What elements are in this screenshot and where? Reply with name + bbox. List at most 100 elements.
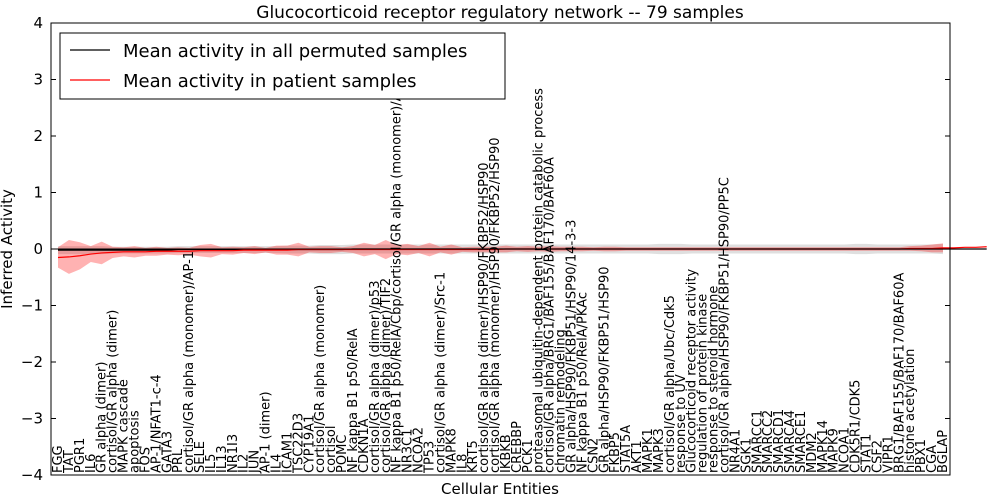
- y-tick-label: 2: [33, 127, 43, 145]
- x-tick-label: cortisol/GR alpha/Ubc/Cdk5: [663, 295, 678, 473]
- x-tick-label: BRG1/BAF155/BAF170/BAF60A: [892, 273, 907, 473]
- x-tick-label: cortisol/GR alpha/BRG1/BAF155/BAF170/BAF…: [543, 157, 558, 473]
- x-tick-label: MAPK3: [652, 428, 667, 473]
- x-tick-label: AP-1 (dimer): [259, 391, 274, 473]
- y-tick-label: 1: [33, 184, 43, 202]
- x-tick-label: MAPK cascade: [117, 379, 132, 473]
- x-tick-label: NR1I3: [226, 434, 241, 473]
- x-tick-label: NF kappa B1 p50/RelA/PKAc: [575, 292, 590, 473]
- x-tick-label: FOS: [138, 447, 153, 473]
- x-axis-label: Cellular Entities: [441, 480, 559, 498]
- x-tick-label: apoptosis: [127, 410, 142, 473]
- y-tick-label: −3: [21, 410, 43, 428]
- x-tick-label: response to UV: [674, 374, 689, 473]
- x-tick-label: CGA: [925, 445, 940, 473]
- y-tick-label: −4: [21, 466, 43, 484]
- legend-box: [59, 32, 506, 100]
- x-tick-label: response to steroid hormone: [707, 286, 722, 473]
- x-tick-label: CDKN1A: [357, 418, 372, 473]
- x-tick-label: CREBBP: [510, 421, 525, 473]
- x-tick-label: MDM2: [805, 432, 820, 473]
- x-tick-label: PGR1: [73, 438, 88, 473]
- x-tick-label: Glucocorticoid receptor activity: [685, 269, 700, 473]
- x-tick-label: FKBP5: [608, 432, 623, 473]
- x-tick-label: cortisol/GR alpha (monomer)/HSP90/FKBP52…: [488, 138, 503, 474]
- x-tick-label: GR alpha/HSP90/FKBP51/HSP90/14-3-3: [565, 220, 580, 473]
- x-tick-label: chromatin remodeling: [554, 329, 569, 473]
- x-tick-label: IKBKB: [499, 434, 514, 473]
- x-tick-label: cortisol/GR alpha (dimer)/HSP90/FKBP52/H…: [477, 162, 492, 473]
- x-tick-label: NF kappa B1 p50/RelA/Cbp/cortisol/GR alp…: [390, 72, 405, 473]
- x-tick-label: AKT1: [630, 440, 645, 473]
- y-tick-label: −1: [21, 297, 43, 315]
- x-tick-label: POMC: [335, 435, 350, 473]
- x-tick-label: PCK1: [521, 439, 536, 473]
- x-tick-label: SMARCC1: [750, 410, 765, 473]
- x-tick-label: NR4A1: [728, 429, 743, 473]
- x-tick-label: SMARCA4: [783, 410, 798, 473]
- x-tick-label: NR3C1: [401, 429, 416, 473]
- x-tick-label: cortisol/GR alpha (dimer)/Src-1: [433, 272, 448, 473]
- x-tick-label: SMARCC2: [761, 410, 776, 473]
- x-tick-label: proteasomal ubiquitin-dependent protein …: [532, 88, 547, 473]
- x-tick-label: cortisol/GR alpha/HSP90/FKBP51/HSP90/PP5…: [717, 177, 732, 473]
- x-tick-label: MAPK9: [827, 428, 842, 473]
- x-tick-label: IL6: [84, 454, 99, 473]
- x-tick-label: regulation of protein kinase: [696, 294, 711, 473]
- x-tick-label: SMARCE1: [794, 411, 809, 473]
- x-tick-label: VIPR1: [881, 435, 896, 473]
- x-tick-label: cortisol/GR alpha (monomer): [313, 285, 328, 473]
- x-tick-label: cortisol/GR alpha (dimer): [106, 310, 121, 473]
- x-tick-label: MAPK1: [641, 428, 656, 473]
- plot-frame: [50, 22, 951, 476]
- y-tick-label: 3: [33, 71, 43, 89]
- x-tick-label: CDK5R1/CDK5: [849, 380, 864, 473]
- x-tick-label: NCOA1: [838, 427, 853, 473]
- x-tick-label: ICAM1: [280, 432, 295, 473]
- x-tick-label: TP53: [422, 441, 437, 474]
- x-tick-label: FGG: [51, 445, 66, 473]
- x-tick-label: AP-1/NFAT1-c-4: [149, 374, 164, 473]
- x-tick-label: NCOA2: [412, 427, 427, 473]
- x-tick-label: NF kappa B1 p50/RelA: [346, 328, 361, 473]
- x-tick-label: cortisol: [324, 426, 339, 474]
- x-tick-label: SELE: [193, 441, 208, 473]
- x-tick-label: CSF2: [870, 440, 885, 473]
- legend-label-patient: Mean activity in patient samples: [123, 71, 417, 92]
- y-tick-label: 0: [33, 240, 43, 258]
- x-tick-label: TSC22D3: [291, 413, 306, 474]
- x-tick-label: GR alpha (dimer): [95, 362, 110, 473]
- y-axis-label: Inferred Activity: [0, 189, 16, 309]
- x-tick-label: BGLAP: [936, 430, 951, 473]
- x-tick-label: JUN: [248, 450, 263, 474]
- x-tick-label: IL5: [204, 454, 219, 473]
- x-tick-label: IL13: [215, 445, 230, 473]
- x-tick-label: SGK1: [739, 438, 754, 473]
- x-tick-label: PRL: [171, 448, 186, 473]
- legend: Mean activity in all permuted samples Me…: [59, 32, 506, 100]
- x-tick-label: STAT5A: [619, 425, 634, 473]
- x-tick-label: KRT5: [466, 440, 481, 473]
- x-tick-label: GATA3: [160, 431, 175, 473]
- x-tick-label: MAPK8: [444, 428, 459, 473]
- legend-label-permuted: Mean activity in all permuted samples: [123, 41, 467, 62]
- x-tick-label: cortisol/GR alpha (dimer)/TIF2: [379, 278, 394, 473]
- x-tick-label: cortisol/GR alpha (dimer)/p53: [368, 281, 383, 473]
- x-tick-label: histone acetylation: [903, 349, 918, 473]
- x-tick-label: IL8: [455, 454, 470, 473]
- x-tick-label: IL4: [270, 454, 285, 473]
- x-tick-label: SMARCD1: [772, 409, 787, 473]
- y-tick-label: −2: [21, 353, 43, 371]
- y-axis: −4 −3 −2 −1 0 1 2 3 4: [21, 14, 950, 484]
- x-tick-label: STAT1: [860, 434, 875, 473]
- x-tick-label: CYP19A1: [302, 415, 317, 473]
- y-tick-label: 4: [33, 14, 43, 32]
- x-tick-label: TAT: [62, 450, 77, 474]
- chart-title: Glucocorticoid receptor regulatory netwo…: [256, 3, 744, 23]
- x-tick-label: MAPK14: [816, 420, 831, 473]
- x-tick-label: IL2: [237, 454, 252, 473]
- x-tick-label: CSN2: [586, 438, 601, 473]
- x-tick-label: GR alpha/HSP90/FKBP51/HSP90: [597, 266, 612, 473]
